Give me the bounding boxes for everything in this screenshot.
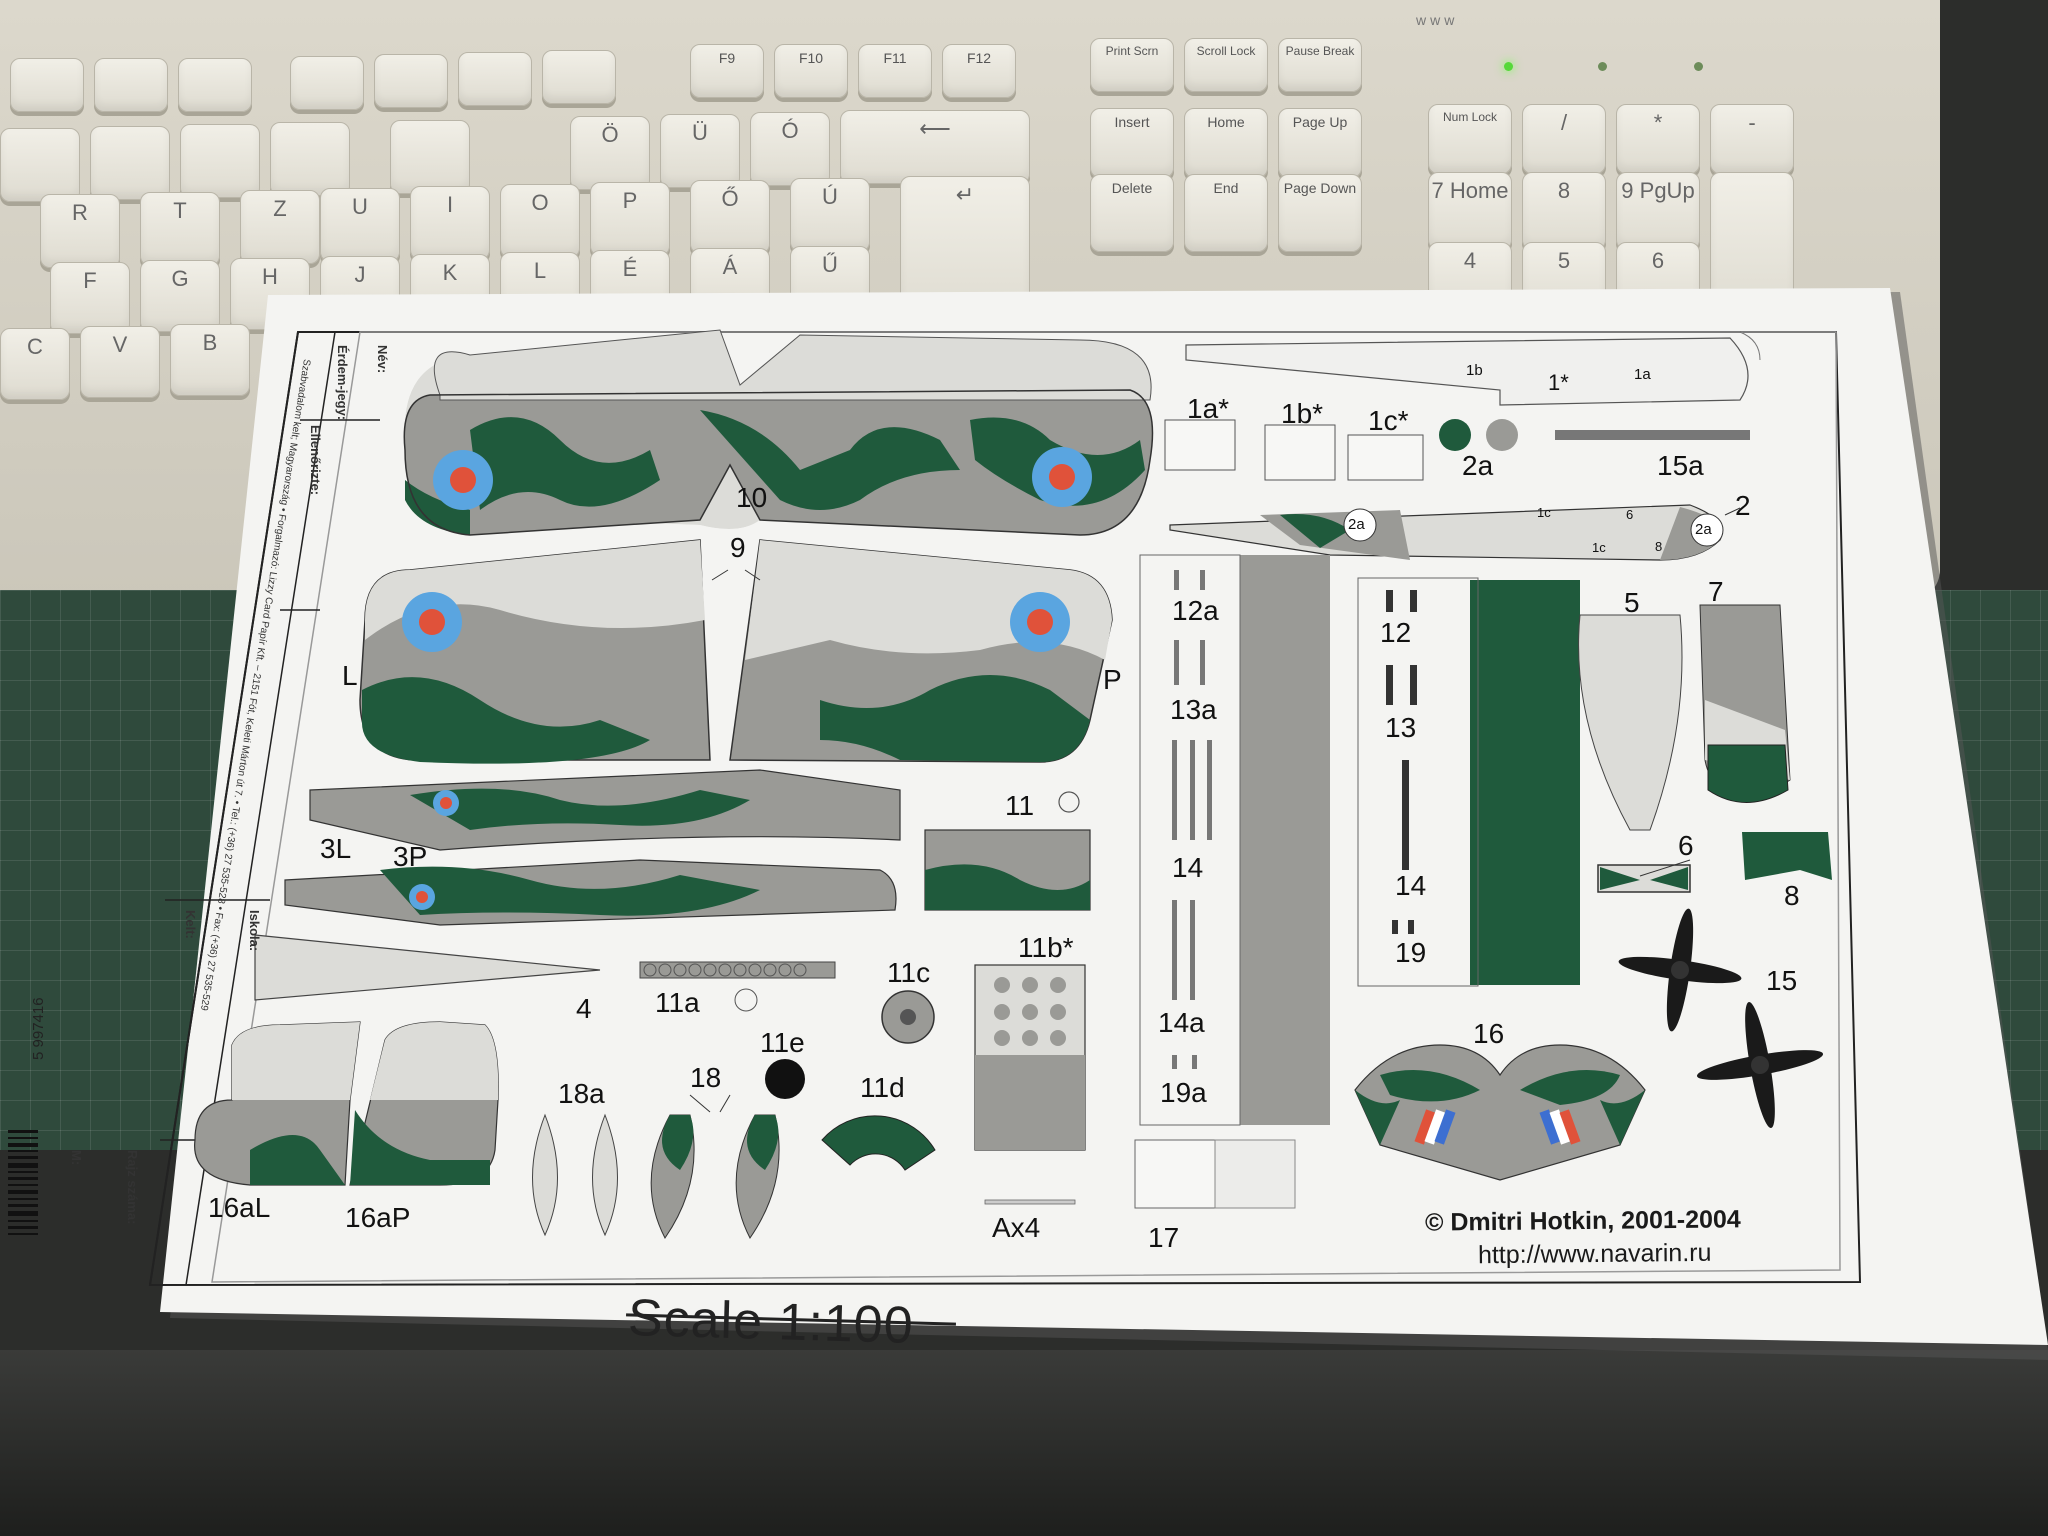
key-f1 xyxy=(10,58,84,112)
field-m: M: xyxy=(69,1150,84,1166)
key-insert: Insert xyxy=(1090,108,1174,178)
key-multiply: * xyxy=(1616,104,1700,174)
key-f4 xyxy=(290,56,364,110)
label-Ax4: Ax4 xyxy=(992,1212,1041,1243)
key-c: C xyxy=(0,328,70,400)
key-enter: ↵ xyxy=(900,176,1030,326)
key-f12: F12 xyxy=(942,44,1016,98)
key-page-down: Page Down xyxy=(1278,174,1362,252)
key-f6 xyxy=(458,52,532,106)
key-num-2 xyxy=(90,126,170,200)
key-o-acute: Ó xyxy=(750,112,830,186)
key-o-umlaut: Ö xyxy=(570,116,650,190)
key-f5 xyxy=(374,54,448,108)
key-f10: F10 xyxy=(774,44,848,98)
scale-label: Scale 1:100 xyxy=(627,1289,915,1355)
key-g: G xyxy=(140,260,220,332)
key-numlock: Num Lock xyxy=(1428,104,1512,174)
copyright-credit: © Dmitri Hotkin, 2001-2004 xyxy=(1424,1205,1741,1237)
key-v: V xyxy=(80,326,160,398)
key-num-3 xyxy=(180,124,260,198)
key-num-1 xyxy=(0,128,80,202)
field-rajz-szama: Rajz száma: xyxy=(125,1150,140,1225)
part-17-panel xyxy=(1134,1139,1296,1209)
key-l: L xyxy=(500,252,580,324)
key-u: U xyxy=(320,188,400,262)
key-numpad-4: 4 xyxy=(1428,242,1512,318)
key-backspace: ⟵ xyxy=(840,110,1030,184)
key-u-double: Ű xyxy=(790,246,870,318)
key-num-4 xyxy=(270,122,350,196)
key-t: T xyxy=(140,192,220,266)
key-numpad-5: 5 xyxy=(1522,242,1606,318)
key-b: B xyxy=(170,324,250,396)
key-i: I xyxy=(410,186,490,260)
key-j: J xyxy=(320,256,400,328)
www-label: www xyxy=(1416,12,1459,28)
key-plus xyxy=(1710,172,1794,322)
key-r: R xyxy=(40,194,120,268)
key-k: K xyxy=(410,254,490,326)
label-16aP: 16aP xyxy=(345,1202,411,1233)
key-f9: F9 xyxy=(690,44,764,98)
cutting-mat xyxy=(0,590,2048,1150)
label-17: 17 xyxy=(1148,1222,1180,1253)
key-numpad-7: 7 Home xyxy=(1428,172,1512,250)
key-z: Z xyxy=(240,190,320,264)
key-delete: Delete xyxy=(1090,174,1174,252)
key-f11: F11 xyxy=(858,44,932,98)
key-pause: Pause Break xyxy=(1278,38,1362,92)
key-numpad-9: 9 PgUp xyxy=(1616,172,1700,250)
key-print-scrn: Print Scrn xyxy=(1090,38,1174,92)
key-o-double: Ő xyxy=(690,180,770,254)
key-home: Home xyxy=(1184,108,1268,178)
key-minus: - xyxy=(1710,104,1794,174)
key-f2 xyxy=(94,58,168,112)
key-page-up: Page Up xyxy=(1278,108,1362,178)
key-numpad-6: 6 xyxy=(1616,242,1700,318)
key-h: H xyxy=(230,258,310,330)
label-16aL: 16aL xyxy=(208,1192,271,1223)
key-a-acute: Á xyxy=(690,248,770,320)
desk-surface xyxy=(0,1350,2048,1536)
keyboard: F9 F10 F11 F12 Print Scrn Scroll Lock Pa… xyxy=(0,0,1940,600)
key-divide: / xyxy=(1522,104,1606,174)
key-p: P xyxy=(590,182,670,256)
key-o: O xyxy=(500,184,580,258)
key-u-acute: Ú xyxy=(790,178,870,252)
numlock-led xyxy=(1504,62,1513,71)
key-scroll-lock: Scroll Lock xyxy=(1184,38,1268,92)
key-u-umlaut: Ü xyxy=(660,114,740,188)
key-f7 xyxy=(542,50,616,104)
scale-underline xyxy=(626,1313,956,1326)
key-numpad-8: 8 xyxy=(1522,172,1606,250)
key-e-acute: É xyxy=(590,250,670,322)
key-end: End xyxy=(1184,174,1268,252)
key-num-5 xyxy=(390,120,470,194)
key-f: F xyxy=(50,262,130,334)
website-url: http://www.navarin.ru xyxy=(1477,1238,1712,1270)
capslock-led xyxy=(1598,62,1607,71)
key-f3 xyxy=(178,58,252,112)
scrolllock-led xyxy=(1694,62,1703,71)
